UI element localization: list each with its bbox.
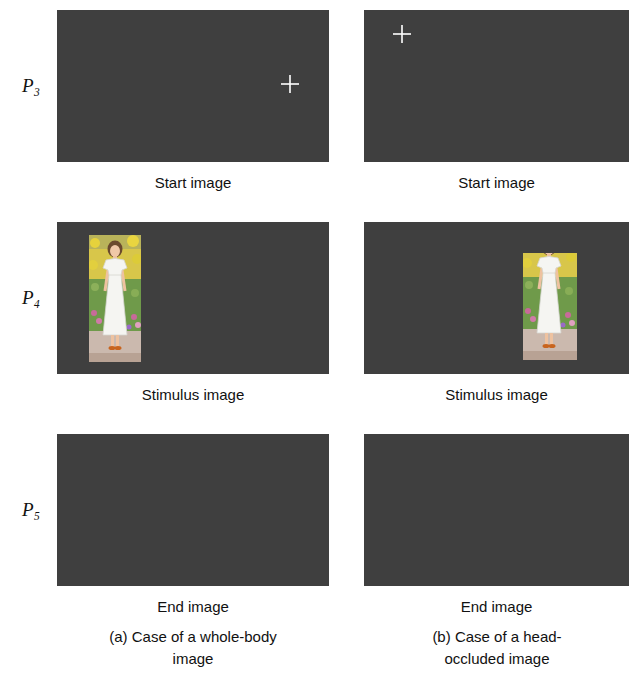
illustration-part [289, 75, 291, 93]
end-panel [57, 434, 329, 586]
screen-caption: Start image [364, 174, 629, 192]
start-panel [57, 10, 329, 162]
head-occluded-photo [523, 253, 577, 360]
screen-caption: Start image [57, 174, 329, 192]
case-label: (b) Case of a head-occluded image [412, 626, 582, 670]
start-panel [364, 10, 629, 162]
screen-caption: End image [364, 598, 629, 616]
illustration-part [401, 25, 403, 43]
screen-caption: End image [57, 598, 329, 616]
stimulus-screen: Stimulus image [364, 222, 629, 406]
whole-body-photo [89, 235, 141, 362]
stimulus-screen: Start image [364, 10, 629, 194]
stimulus-screen: Start image [57, 10, 329, 194]
stimulus-panel [57, 222, 329, 374]
stimulus-screen: End image [57, 434, 329, 618]
row-label: P₄ [22, 287, 40, 309]
stimulus-panel [364, 222, 629, 374]
illustration-part [89, 235, 141, 362]
fixation-cross [281, 75, 299, 93]
row-label: P₅ [22, 499, 40, 521]
end-panel [364, 434, 629, 586]
screen-caption: Stimulus image [364, 386, 629, 404]
screen-caption: Stimulus image [57, 386, 329, 404]
stimulus-screen: End image [364, 434, 629, 618]
stimulus-screen: Stimulus image [57, 222, 329, 406]
fixation-cross [393, 25, 411, 43]
illustration-part [523, 253, 577, 360]
case-label: (a) Case of a whole-body image [108, 626, 278, 670]
row-label: P₃ [22, 75, 40, 97]
